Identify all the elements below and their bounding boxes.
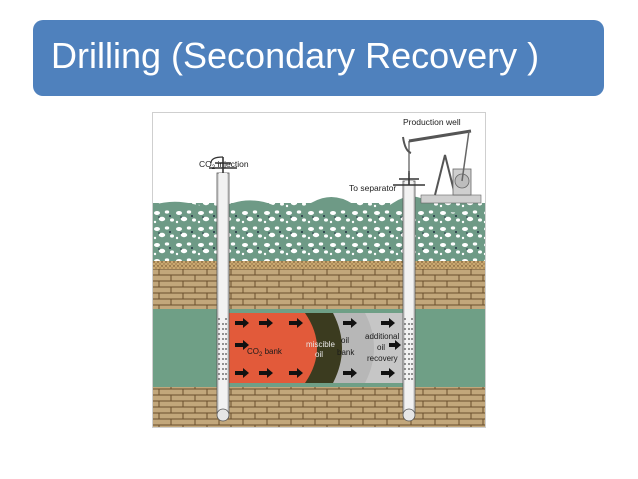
miscible-oil-label-1: miscible [306, 340, 335, 349]
oil-bank-label-1: oil [341, 336, 349, 345]
lower-rock [153, 387, 485, 427]
additional-recovery-label-3: recovery [367, 354, 398, 363]
production-well-label: Production well [403, 117, 461, 127]
additional-recovery-label-2: oil [377, 343, 385, 352]
sand-strip [153, 261, 485, 269]
additional-recovery-label-1: additional [365, 332, 399, 341]
oil-bank-label-2: bank [337, 348, 355, 357]
title-bar: Drilling (Secondary Recovery ) [33, 20, 604, 96]
oil-bank-zone [331, 313, 374, 383]
co2-recovery-diagram: CO2 injection Production well To separat… [152, 112, 486, 428]
sky [153, 113, 485, 203]
co2-bank-zone [223, 313, 317, 383]
to-separator-label: To separator [349, 183, 396, 193]
miscible-oil-label-2: oil [315, 350, 323, 359]
slide-title: Drilling (Secondary Recovery ) [51, 35, 540, 76]
gravel-layer [153, 203, 485, 261]
upper-caprock [153, 269, 485, 309]
co2-bank-label: CO2 bank [247, 347, 283, 358]
pumpjack [402, 129, 482, 204]
flow-arrows [235, 318, 401, 378]
co2-injection-label: CO2 injection [199, 159, 249, 171]
production-wellhead [393, 171, 425, 186]
injection-wellhead [209, 157, 237, 173]
